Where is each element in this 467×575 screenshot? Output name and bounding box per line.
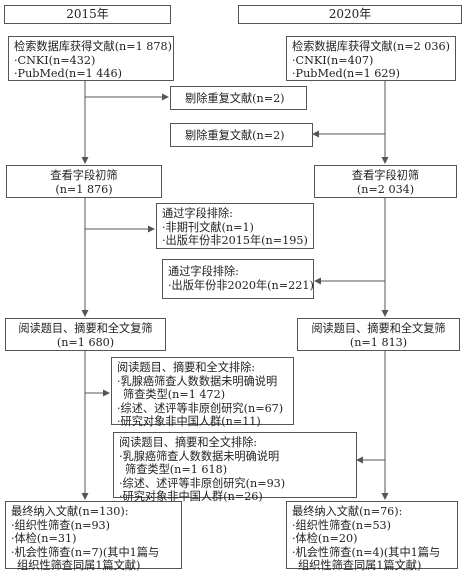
dedup-label-2020: 剔除重复文献(n=2) [185,129,285,142]
review-box-2015: 阅读题目、摘要和全文复筛 (n=1 680) [5,318,166,351]
exclude-fulltext-item-2015: ·研究对象非中国人群(n=11) [117,415,261,429]
search-box-2020: 检索数据库获得文献(n=2 036) ·CNKI(n=407) ·PubMed(… [286,36,456,81]
search-title-2020: 检索数据库获得文献(n=2 036) [292,40,451,53]
exclude-fulltext-title-2020: 阅读题目、摘要和全文排除: [119,436,258,449]
exclude-fulltext-item-2020: ·综述、述评等非原创研究(n=93) [119,476,286,490]
exclude-fulltext-item-2015: ·乳腺癌筛查人数数据未明确说明 [117,374,278,388]
screen-count-2020: (n=2 034) [356,182,415,196]
final-item-2020: ·机会性筛查(n=4)(其中1篇与 [292,545,441,559]
exclude-fulltext-title-2015: 阅读题目、摘要和全文排除: [117,361,256,374]
header-2020-label: 2020年 [328,7,372,21]
screen-box-2020: 查看字段初筛 (n=2 034) [314,165,457,198]
search-cnki-2015: ·CNKI(n=432) [14,53,96,67]
exclude-fulltext-item-2020: ·研究对象非中国人群(n=26) [119,490,263,504]
final-item-2015: ·组织性筛查(n=93) [11,518,111,532]
search-cnki-2020: ·CNKI(n=407) [292,53,374,67]
header-2015-label: 2015年 [66,7,109,21]
exclude-fulltext-item-2015: 筛查类型(n=1 472) [123,388,226,402]
search-title-2015: 检索数据库获得文献(n=1 878) [14,40,173,53]
exclude-fields-title-2015: 通过字段排除: [162,207,233,220]
exclude-fulltext-box-2015: 阅读题目、摘要和全文排除: ·乳腺癌筛查人数数据未明确说明 筛查类型(n=1 4… [111,357,294,428]
exclude-fulltext-item-2020: 筛查类型(n=1 618) [125,463,228,477]
final-item-2015: ·机会性筛查(n=7)(其中1篇与 [11,545,160,559]
header-2015: 2015年 [4,5,171,24]
search-box-2015: 检索数据库获得文献(n=1 878) ·CNKI(n=432) ·PubMed(… [8,36,174,81]
exclude-fields-item-2020: ·出版年份非2020年(n=221) [168,278,314,292]
review-title-2020: 阅读题目、摘要和全文复筛 [311,322,446,335]
review-box-2020: 阅读题目、摘要和全文复筛 (n=1 813) [297,318,460,351]
exclude-fulltext-box-2020: 阅读题目、摘要和全文排除: ·乳腺癌筛查人数数据未明确说明 筛查类型(n=1 6… [113,432,357,503]
review-count-2015: (n=1 680) [56,335,115,349]
final-item-2020: ·组织性筛查(n=53) [292,518,392,532]
review-count-2020: (n=1 813) [349,335,408,349]
exclude-fields-box-2015: 通过字段排除: ·非期刊文献(n=1) ·出版年份非2015年(n=195) [156,203,314,249]
exclude-fulltext-item-2020: ·乳腺癌筛查人数数据未明确说明 [119,449,280,463]
dedup-label-2015: 剔除重复文献(n=2) [185,92,285,105]
final-item-2015: 组织性筛查同属1篇文献) [17,559,141,573]
screen-title-2020: 查看字段初筛 [351,169,420,182]
screen-count-2015: (n=1 876) [55,182,113,196]
dedup-box-2020: 剔除重复文献(n=2) [170,123,313,147]
final-title-2020: 最终纳入文献(n=76): [292,505,403,518]
review-title-2015: 阅读题目、摘要和全文复筛 [18,322,153,335]
exclude-fields-box-2020: 通过字段排除: ·出版年份非2020年(n=221) [162,259,314,299]
header-2020: 2020年 [238,5,462,24]
final-box-2020: 最终纳入文献(n=76): ·组织性筛查(n=53) ·体检(n=20) ·机会… [286,501,458,572]
screen-box-2015: 查看字段初筛 (n=1 876) [6,165,162,198]
exclude-fields-item-2015: ·非期刊文献(n=1) [162,220,254,234]
search-pubmed-2015: ·PubMed(n=1 446) [14,67,123,81]
final-title-2015: 最终纳入文献(n=130): [11,505,129,518]
dedup-box-2015: 剔除重复文献(n=2) [170,86,307,110]
exclude-fields-item-2015: ·出版年份非2015年(n=195) [162,234,308,248]
exclude-fulltext-item-2015: ·综述、述评等非原创研究(n=67) [117,401,284,415]
final-item-2020: ·体检(n=20) [292,532,358,546]
search-pubmed-2020: ·PubMed(n=1 629) [292,67,401,81]
screen-title-2015: 查看字段初筛 [50,169,118,182]
final-item-2020: 组织性筛查同属1篇文献) [298,559,422,573]
final-box-2015: 最终纳入文献(n=130): ·组织性筛查(n=93) ·体检(n=31) ·机… [5,501,182,572]
final-item-2015: ·体检(n=31) [11,532,77,546]
exclude-fields-title-2020: 通过字段排除: [168,265,239,278]
